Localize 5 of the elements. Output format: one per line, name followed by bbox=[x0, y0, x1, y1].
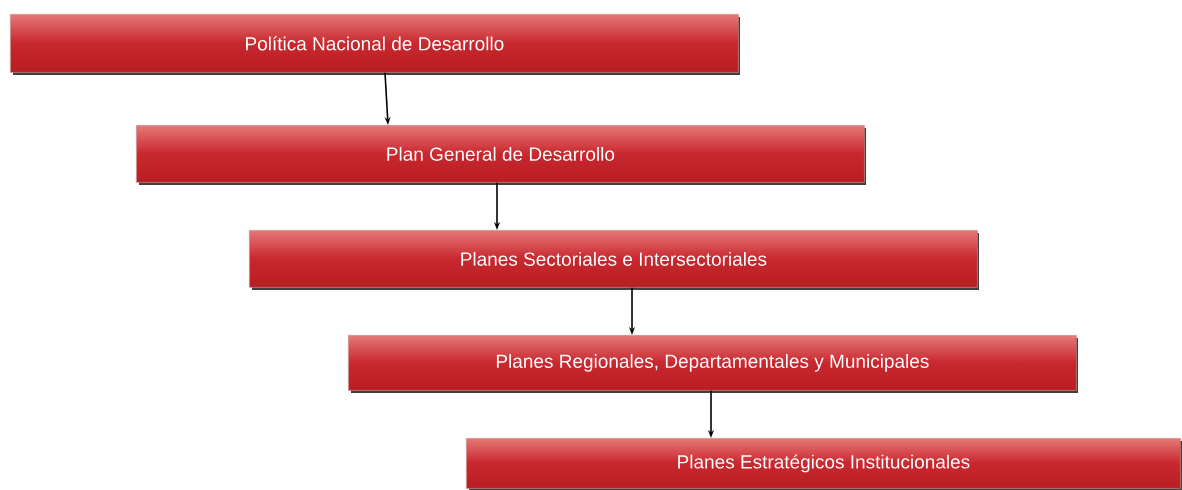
process-box: Planes Sectoriales e Intersectoriales bbox=[249, 230, 979, 290]
process-box: Política Nacional de Desarrollo bbox=[10, 14, 740, 75]
process-box: Planes Estratégicos Institucionales bbox=[466, 438, 1182, 490]
process-box: Planes Regionales, Departamentales y Municipales bbox=[348, 335, 1078, 393]
process-box: Plan General de Desarrollo bbox=[136, 125, 866, 185]
